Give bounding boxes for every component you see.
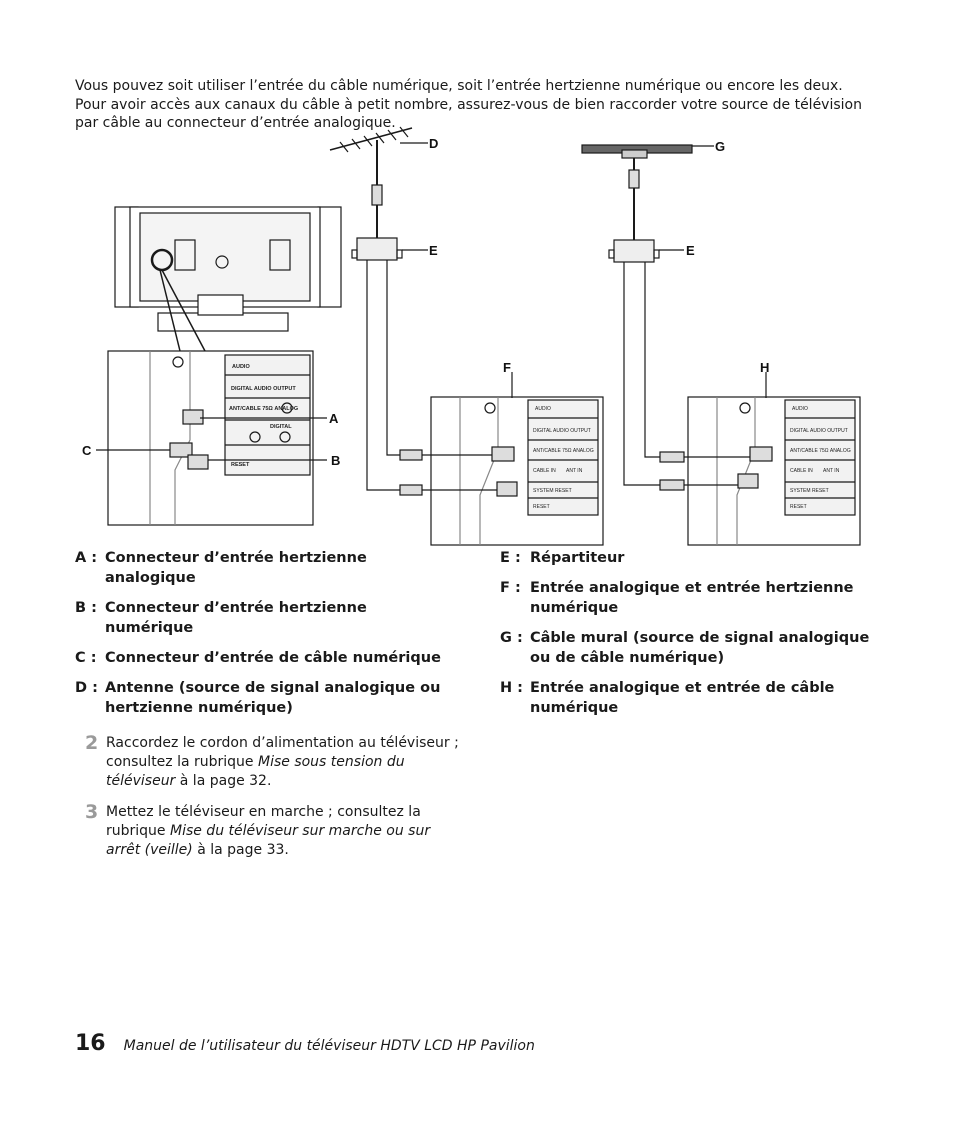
panel-label: SYSTEM RESET bbox=[533, 488, 572, 494]
panel-label: DIGITAL bbox=[270, 424, 292, 430]
callout-e2: E bbox=[686, 243, 695, 258]
step-number: 2 bbox=[85, 732, 99, 754]
legend-item: C :Connecteur d’entrée de câble numériqu… bbox=[75, 650, 441, 666]
panel-label: ANT IN bbox=[823, 468, 840, 474]
callout-h: H bbox=[760, 360, 769, 375]
step-item: 3 Mettez le téléviseur en marche ; consu… bbox=[85, 801, 431, 859]
callout-c: C bbox=[82, 443, 92, 458]
panel-label: AUDIO bbox=[232, 364, 250, 370]
step-number: 3 bbox=[85, 801, 99, 823]
tv-back-illustration bbox=[114, 206, 342, 352]
callout-g: G bbox=[715, 139, 725, 154]
callout-a: A bbox=[329, 411, 339, 426]
panel-label: ANT IN bbox=[566, 468, 583, 474]
legend-item: E :Répartiteur bbox=[500, 550, 625, 566]
panel-label: CABLE IN bbox=[790, 468, 813, 474]
splitter-e2 bbox=[608, 239, 685, 491]
panel-label: ANT/CABLE 75Ω ANALOG bbox=[533, 448, 594, 454]
panel-label: DIGITAL AUDIO OUTPUT bbox=[533, 428, 591, 434]
panel-label: DIGITAL AUDIO OUTPUT bbox=[790, 428, 848, 434]
legend-item: B :Connecteur d’entrée hertzienne numéri… bbox=[75, 600, 367, 636]
legend-item: D :Antenne (source de signal analogique … bbox=[75, 680, 441, 716]
connection-diagram: AUDIO DIGITAL AUDIO OUTPUT ANT/CABLE 75Ω… bbox=[82, 126, 861, 546]
legend-item: G :Câble mural (source de signal analogi… bbox=[500, 630, 870, 666]
callout-e1: E bbox=[429, 243, 438, 258]
panel-label: ANT/CABLE 75Ω ANALOG bbox=[790, 448, 851, 454]
panel-label: CABLE IN bbox=[533, 468, 556, 474]
callout-b: B bbox=[331, 453, 340, 468]
legend-item: H :Entrée analogique et entrée de câble … bbox=[500, 680, 835, 716]
legend-item: A :Connecteur d’entrée hertzienne analog… bbox=[75, 550, 367, 586]
panel-label: RESET bbox=[790, 504, 807, 510]
footer-title: Manuel de l’utilisateur du téléviseur HD… bbox=[123, 1038, 535, 1054]
legend-right: E :Répartiteur F :Entrée analogique et e… bbox=[500, 548, 880, 728]
splitter-e1 bbox=[351, 205, 428, 496]
cross-reference: Mise sous tension du téléviseur bbox=[106, 754, 405, 789]
steps-list: 2 Raccordez le cordon d’alimentation au … bbox=[85, 734, 460, 872]
legend-item: F :Entrée analogique et entrée hertzienn… bbox=[500, 580, 854, 616]
antenna-d bbox=[329, 126, 428, 206]
page-footer: 16 Manuel de l’utilisateur du téléviseur… bbox=[75, 1031, 535, 1056]
page-number: 16 bbox=[75, 1031, 106, 1056]
panel-f bbox=[422, 372, 604, 546]
panel-label: RESET bbox=[533, 504, 550, 510]
panel-label: SYSTEM RESET bbox=[790, 488, 829, 494]
panel-label: DIGITAL AUDIO OUTPUT bbox=[231, 386, 296, 392]
panel-h bbox=[684, 372, 861, 546]
panel-label: ANT/CABLE 75Ω ANALOG bbox=[229, 406, 298, 412]
panel-label: RESET bbox=[231, 462, 250, 468]
zoom-panel-abc bbox=[96, 350, 327, 526]
wall-cable-g bbox=[581, 144, 714, 240]
panel-label: AUDIO bbox=[535, 406, 551, 412]
callout-d: D bbox=[429, 136, 438, 151]
callout-f: F bbox=[503, 360, 511, 375]
panel-label: AUDIO bbox=[792, 406, 808, 412]
intro-paragraph: Vous pouvez soit utiliser l’entrée du câ… bbox=[75, 78, 862, 131]
step-item: 2 Raccordez le cordon d’alimentation au … bbox=[85, 732, 459, 790]
cross-reference: Mise du téléviseur sur marche ou sur arr… bbox=[106, 823, 431, 858]
legend-left: A :Connecteur d’entrée hertzienne analog… bbox=[75, 548, 460, 728]
